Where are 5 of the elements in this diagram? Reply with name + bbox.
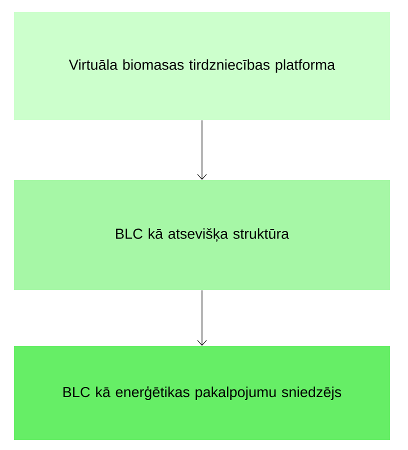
process-box: BLC kā atsevišķa struktūra	[14, 180, 390, 290]
process-box: BLC kā enerģētikas pakalpojumu sniedzējs	[14, 346, 390, 440]
process-box: Virtuāla biomasas tirdzniecības platforma	[14, 12, 390, 120]
arrow	[197, 120, 207, 180]
arrow	[197, 290, 207, 346]
